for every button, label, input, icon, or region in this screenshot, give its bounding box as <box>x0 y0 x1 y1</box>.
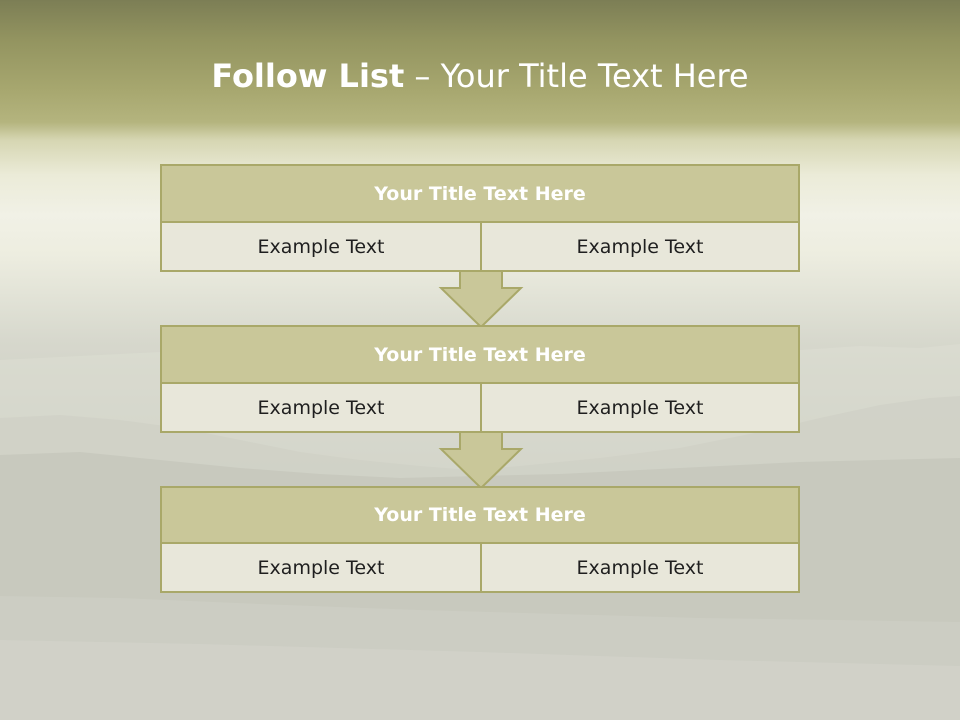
step-1-right-cell: Example Text <box>480 221 800 272</box>
step-3-header: Your Title Text Here <box>160 486 800 544</box>
slide-title: Follow List – Your Title Text Here <box>0 52 960 100</box>
down-arrow-icon <box>438 270 524 329</box>
step-block-1: Your Title Text Here Example Text Exampl… <box>160 164 800 272</box>
step-3-left-cell: Example Text <box>160 542 482 593</box>
down-arrow-icon <box>438 431 524 490</box>
step-1-left-cell: Example Text <box>160 221 482 272</box>
step-block-3: Your Title Text Here Example Text Exampl… <box>160 486 800 593</box>
step-2-header: Your Title Text Here <box>160 325 800 384</box>
step-block-2: Your Title Text Here Example Text Exampl… <box>160 325 800 433</box>
step-2-left-cell: Example Text <box>160 382 482 433</box>
slide-title-rest: – Your Title Text Here <box>404 57 749 95</box>
step-3-right-cell: Example Text <box>480 542 800 593</box>
step-1-header: Your Title Text Here <box>160 164 800 223</box>
step-2-right-cell: Example Text <box>480 382 800 433</box>
slide-title-bold: Follow List <box>211 57 405 95</box>
